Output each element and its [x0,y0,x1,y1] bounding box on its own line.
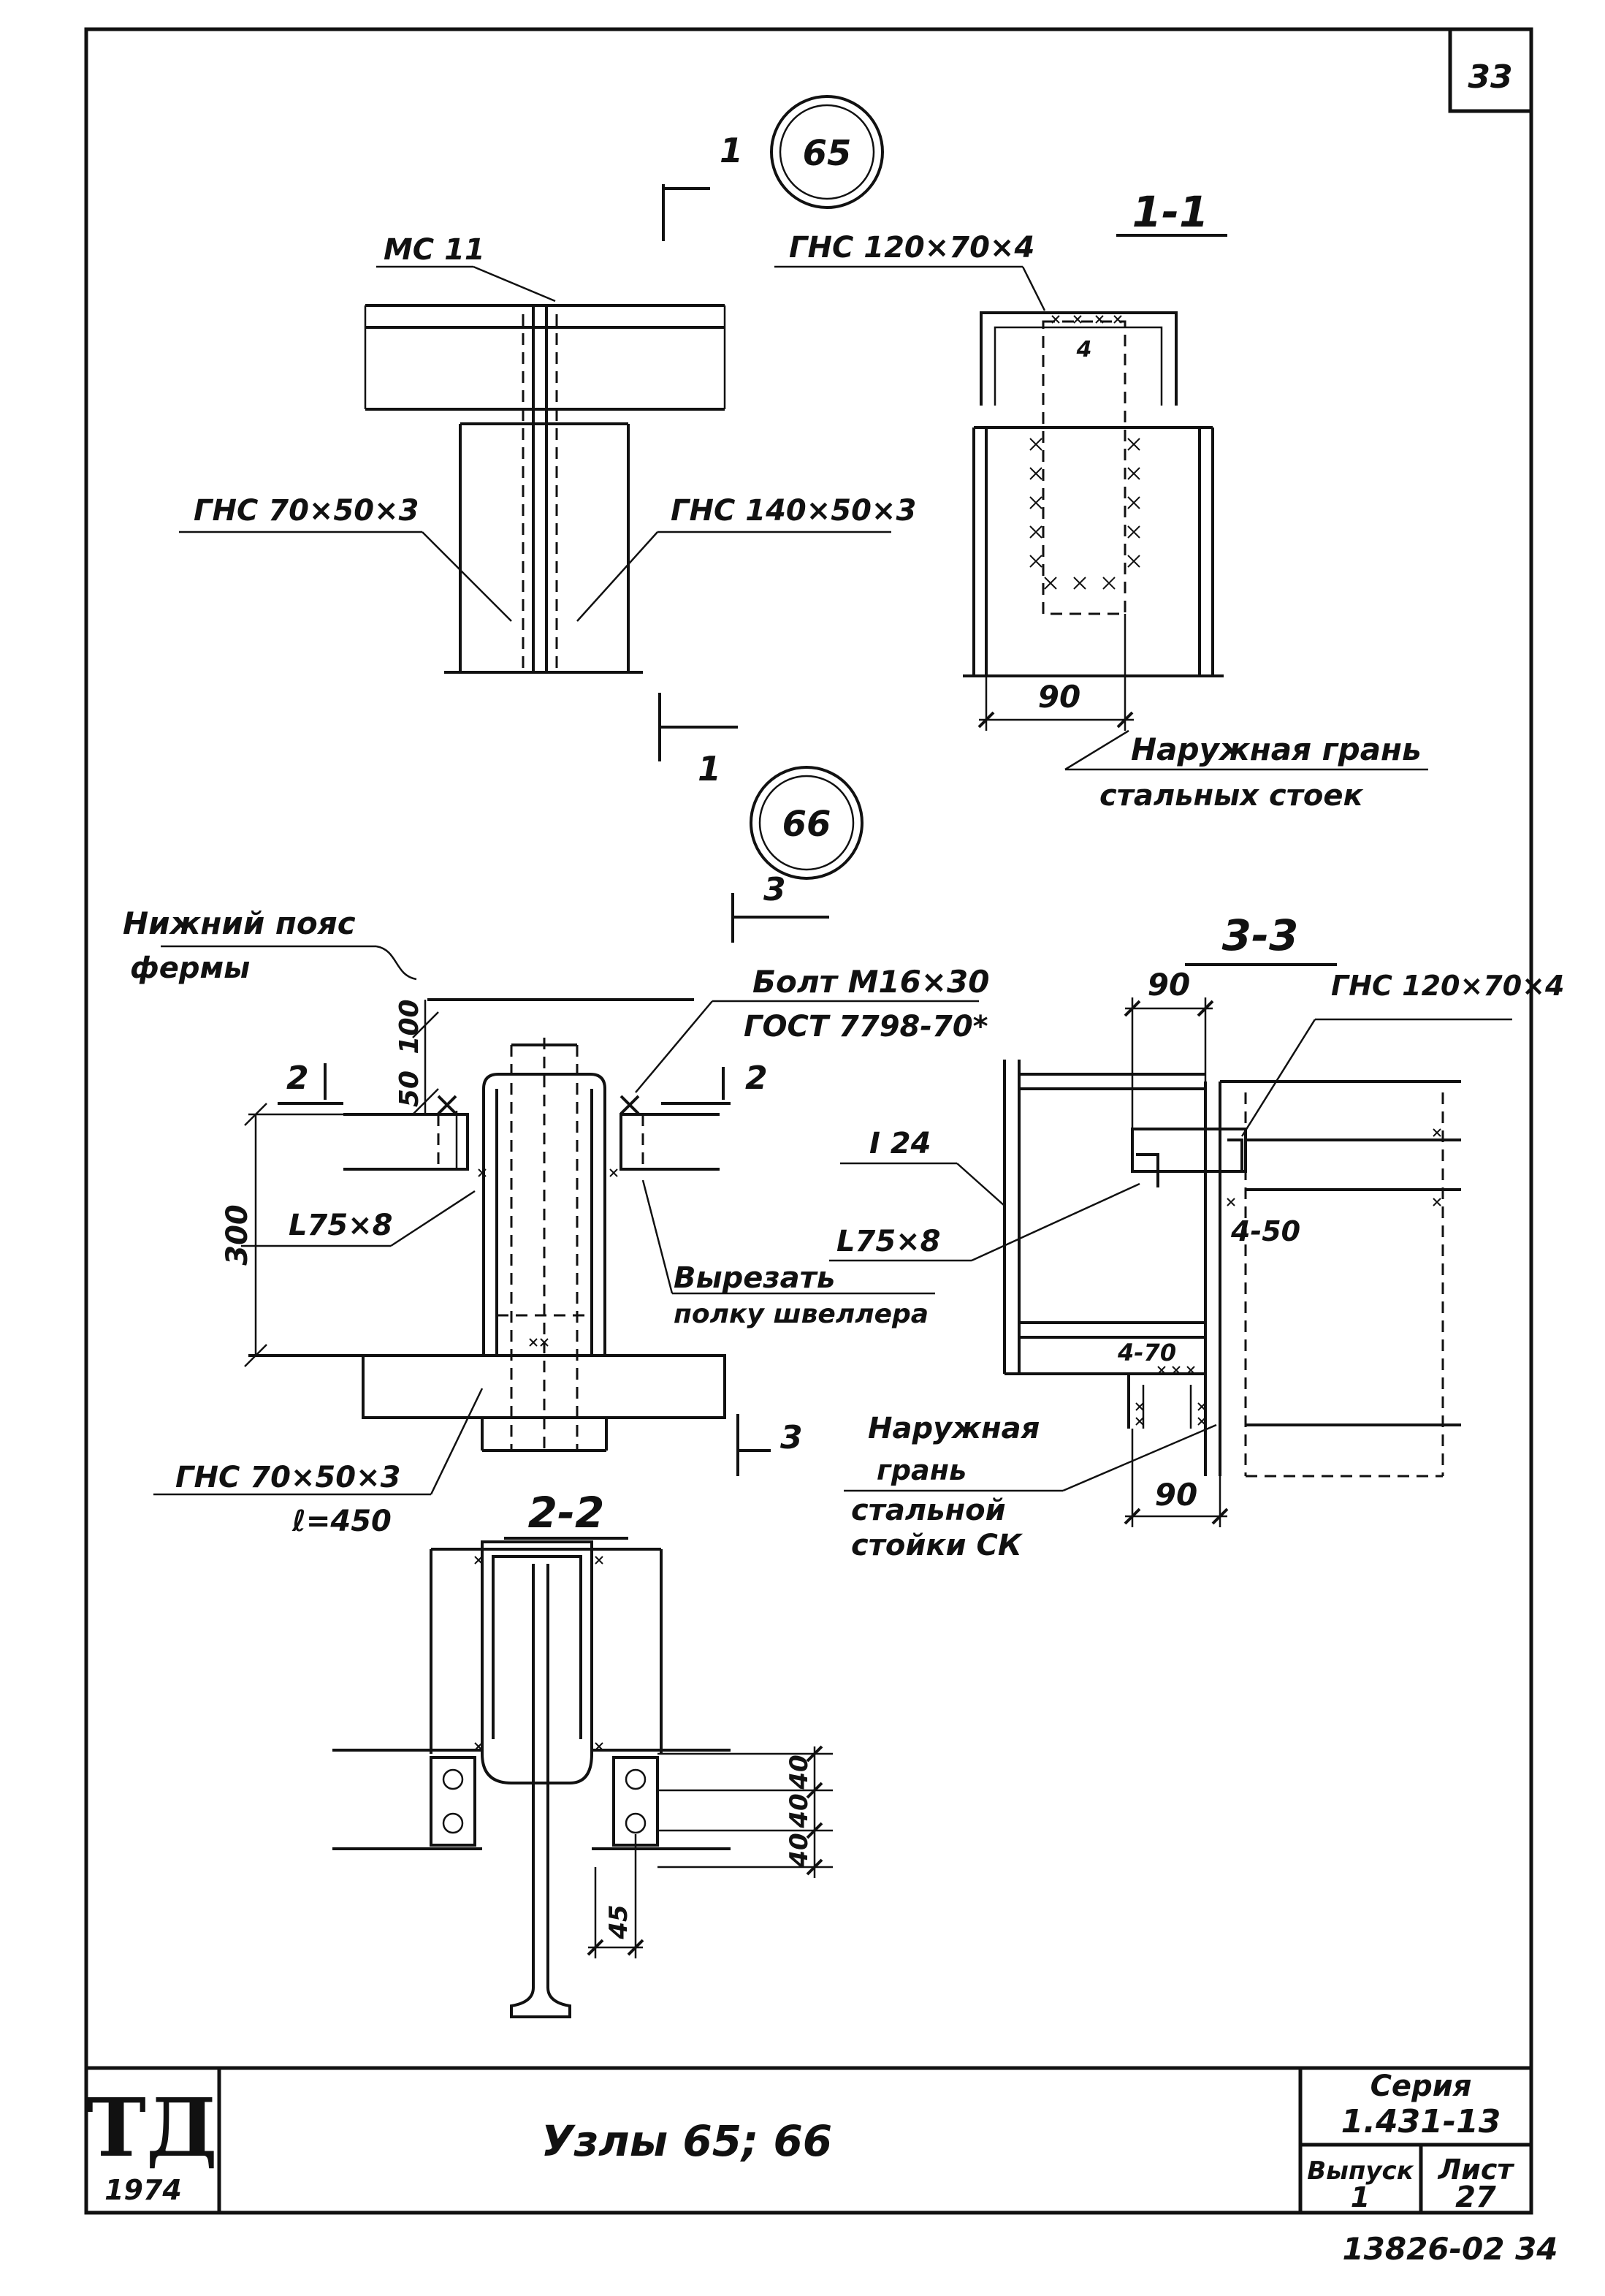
dim-300: 300 [221,1204,254,1266]
sheet-corner-number: 33 [1468,58,1512,96]
dim-40-bottom: 40 [785,1833,814,1868]
archive-number: 13826-02 34 [1342,2231,1558,2267]
section-3-3-drawing [829,963,1512,1527]
label-angle-section33: L75×8 [836,1225,941,1258]
section-mark-3-bottom: 3 [780,1419,803,1456]
issue-value: 1 [1351,2181,1370,2213]
note-outer-face-line2: стальных стоек [1099,779,1364,813]
label-i24: I 24 [869,1127,931,1160]
drawing-frame [84,27,1533,2215]
dim-100: 100 [394,999,424,1054]
section-mark-3-top: 3 [763,871,786,908]
dim-50: 50 [394,1071,424,1107]
note-outer-face-sc-line3: стальной [851,1494,1006,1527]
note-outer-face-sc-line2: грань [877,1454,967,1486]
section-mark-2-right: 2 [745,1060,768,1097]
label-ghs-120x70x4: ГНС 120×70×4 [789,231,1034,265]
label-lower-chord-line2: фермы [130,951,250,985]
node-66-label: 66 [782,804,831,845]
section-mark-2-left: 2 [286,1060,309,1097]
label-ghs-70x50x3-top: ГНС 70×50×3 [194,494,419,528]
dim-weld-4-50: 4-50 [1230,1215,1300,1247]
node-65-label: 65 [803,133,852,174]
node-66-drawing [153,766,979,1496]
issue-label: Выпуск [1307,2156,1414,2186]
label-bolt-line2: ГОСТ 7798-70* [744,1010,988,1044]
note-outer-face-sc-line4: стойки СК [851,1529,1023,1562]
label-ghs-120x70x4-section33: ГНС 120×70×4 [1331,970,1564,1002]
section-1-1-drawing [774,234,1428,771]
note-cut-line1: Вырезать [674,1261,835,1295]
section-1-1-title: 1-1 [1132,187,1209,237]
section-mark-1-top: 1 [720,131,743,170]
note-cut-line2: полку швеллера [674,1299,929,1329]
series-label: Серия [1370,2069,1472,2103]
label-length-450: ℓ=450 [291,1505,392,1538]
dim-90-top-section33: 90 [1148,967,1190,1003]
dim-weld-4: 4 [1076,337,1092,362]
label-lower-chord-line1: Нижний пояс [123,905,356,941]
sheet-label: Лист [1438,2154,1515,2186]
label-angle-node66: L75×8 [289,1209,393,1242]
label-ghs-70x50x3-base: ГНС 70×50×3 [175,1461,400,1494]
note-outer-face-line1: Наружная грань [1131,731,1422,767]
dim-40-top: 40 [785,1755,814,1790]
dim-45: 45 [604,1904,633,1939]
dim-90-bottom-section33: 90 [1155,1477,1197,1513]
note-outer-face-sc-line1: Наружная [868,1412,1040,1445]
dim-weld-4-70: 4-70 [1117,1339,1176,1366]
node-65-drawing [179,95,891,761]
dim-90-section11: 90 [1038,679,1080,715]
dim-40-middle: 40 [785,1793,814,1828]
logo-year: 1974 [104,2174,182,2206]
label-mc-11: МС 11 [384,233,485,267]
td-logo: ТД [86,2080,218,2175]
series-value: 1.431-13 [1341,2103,1501,2140]
label-ghs-140x50x3: ГНС 140×50×3 [671,494,916,528]
section-2-2-title: 2-2 [528,1488,605,1537]
drawing-title: Узлы 65; 66 [541,2116,832,2166]
label-bolt-line1: Болт М16×30 [752,964,989,1000]
section-2-2-drawing [332,1537,833,2018]
section-mark-1-bottom: 1 [698,749,721,788]
sheet-value: 27 [1455,2181,1496,2214]
title-block: ТД 1974 Узлы 65; 66 Серия 1.431-13 Выпус… [86,2069,1514,2214]
section-3-3-title: 3-3 [1222,911,1299,960]
